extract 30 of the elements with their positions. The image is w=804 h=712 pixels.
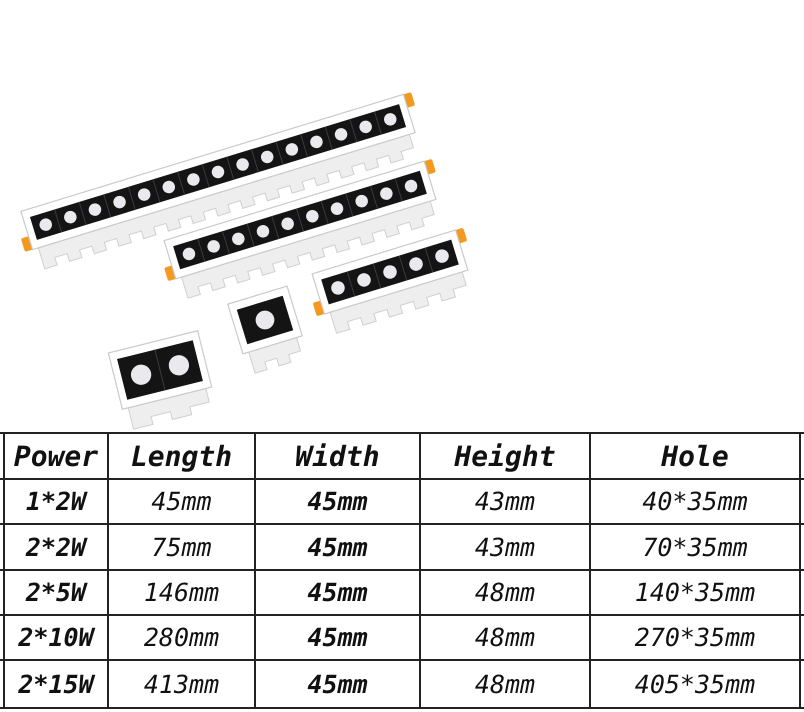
table-value: 43mm bbox=[474, 532, 536, 562]
column-header: Width bbox=[295, 440, 380, 472]
table-value: 70*35mm bbox=[642, 532, 748, 562]
column-header: Power bbox=[14, 440, 98, 472]
table-value: 45mm bbox=[151, 487, 212, 516]
row-header: 2*10W bbox=[18, 623, 94, 652]
table-value: 48mm bbox=[474, 578, 536, 607]
table-value: 140*35mm bbox=[634, 578, 756, 607]
table-value: 280mm bbox=[144, 623, 220, 652]
column-header: Height bbox=[454, 440, 556, 472]
table-value: 43mm bbox=[474, 487, 536, 516]
table-value: 45mm bbox=[307, 578, 368, 607]
table-value: 405*35mm bbox=[634, 670, 756, 698]
table-value: 40*35mm bbox=[642, 487, 748, 516]
table-value: 45mm bbox=[307, 623, 368, 652]
table-value: 146mm bbox=[144, 578, 220, 607]
table-value: 75mm bbox=[151, 532, 212, 562]
row-header: 2*15W bbox=[18, 670, 94, 698]
table-value: 45mm bbox=[307, 487, 368, 516]
column-header: Hole bbox=[661, 440, 729, 472]
table-value: 413mm bbox=[144, 670, 220, 698]
table-value: 270*35mm bbox=[634, 623, 756, 652]
table-value: 45mm bbox=[307, 532, 368, 562]
row-header: 1*2W bbox=[26, 487, 86, 516]
table-value: 48mm bbox=[474, 670, 536, 698]
row-header: 2*2W bbox=[26, 532, 86, 562]
column-header: Length bbox=[130, 440, 232, 472]
table-value: 48mm bbox=[474, 623, 536, 652]
row-header: 2*5W bbox=[26, 578, 86, 607]
table-value: 45mm bbox=[307, 670, 368, 698]
